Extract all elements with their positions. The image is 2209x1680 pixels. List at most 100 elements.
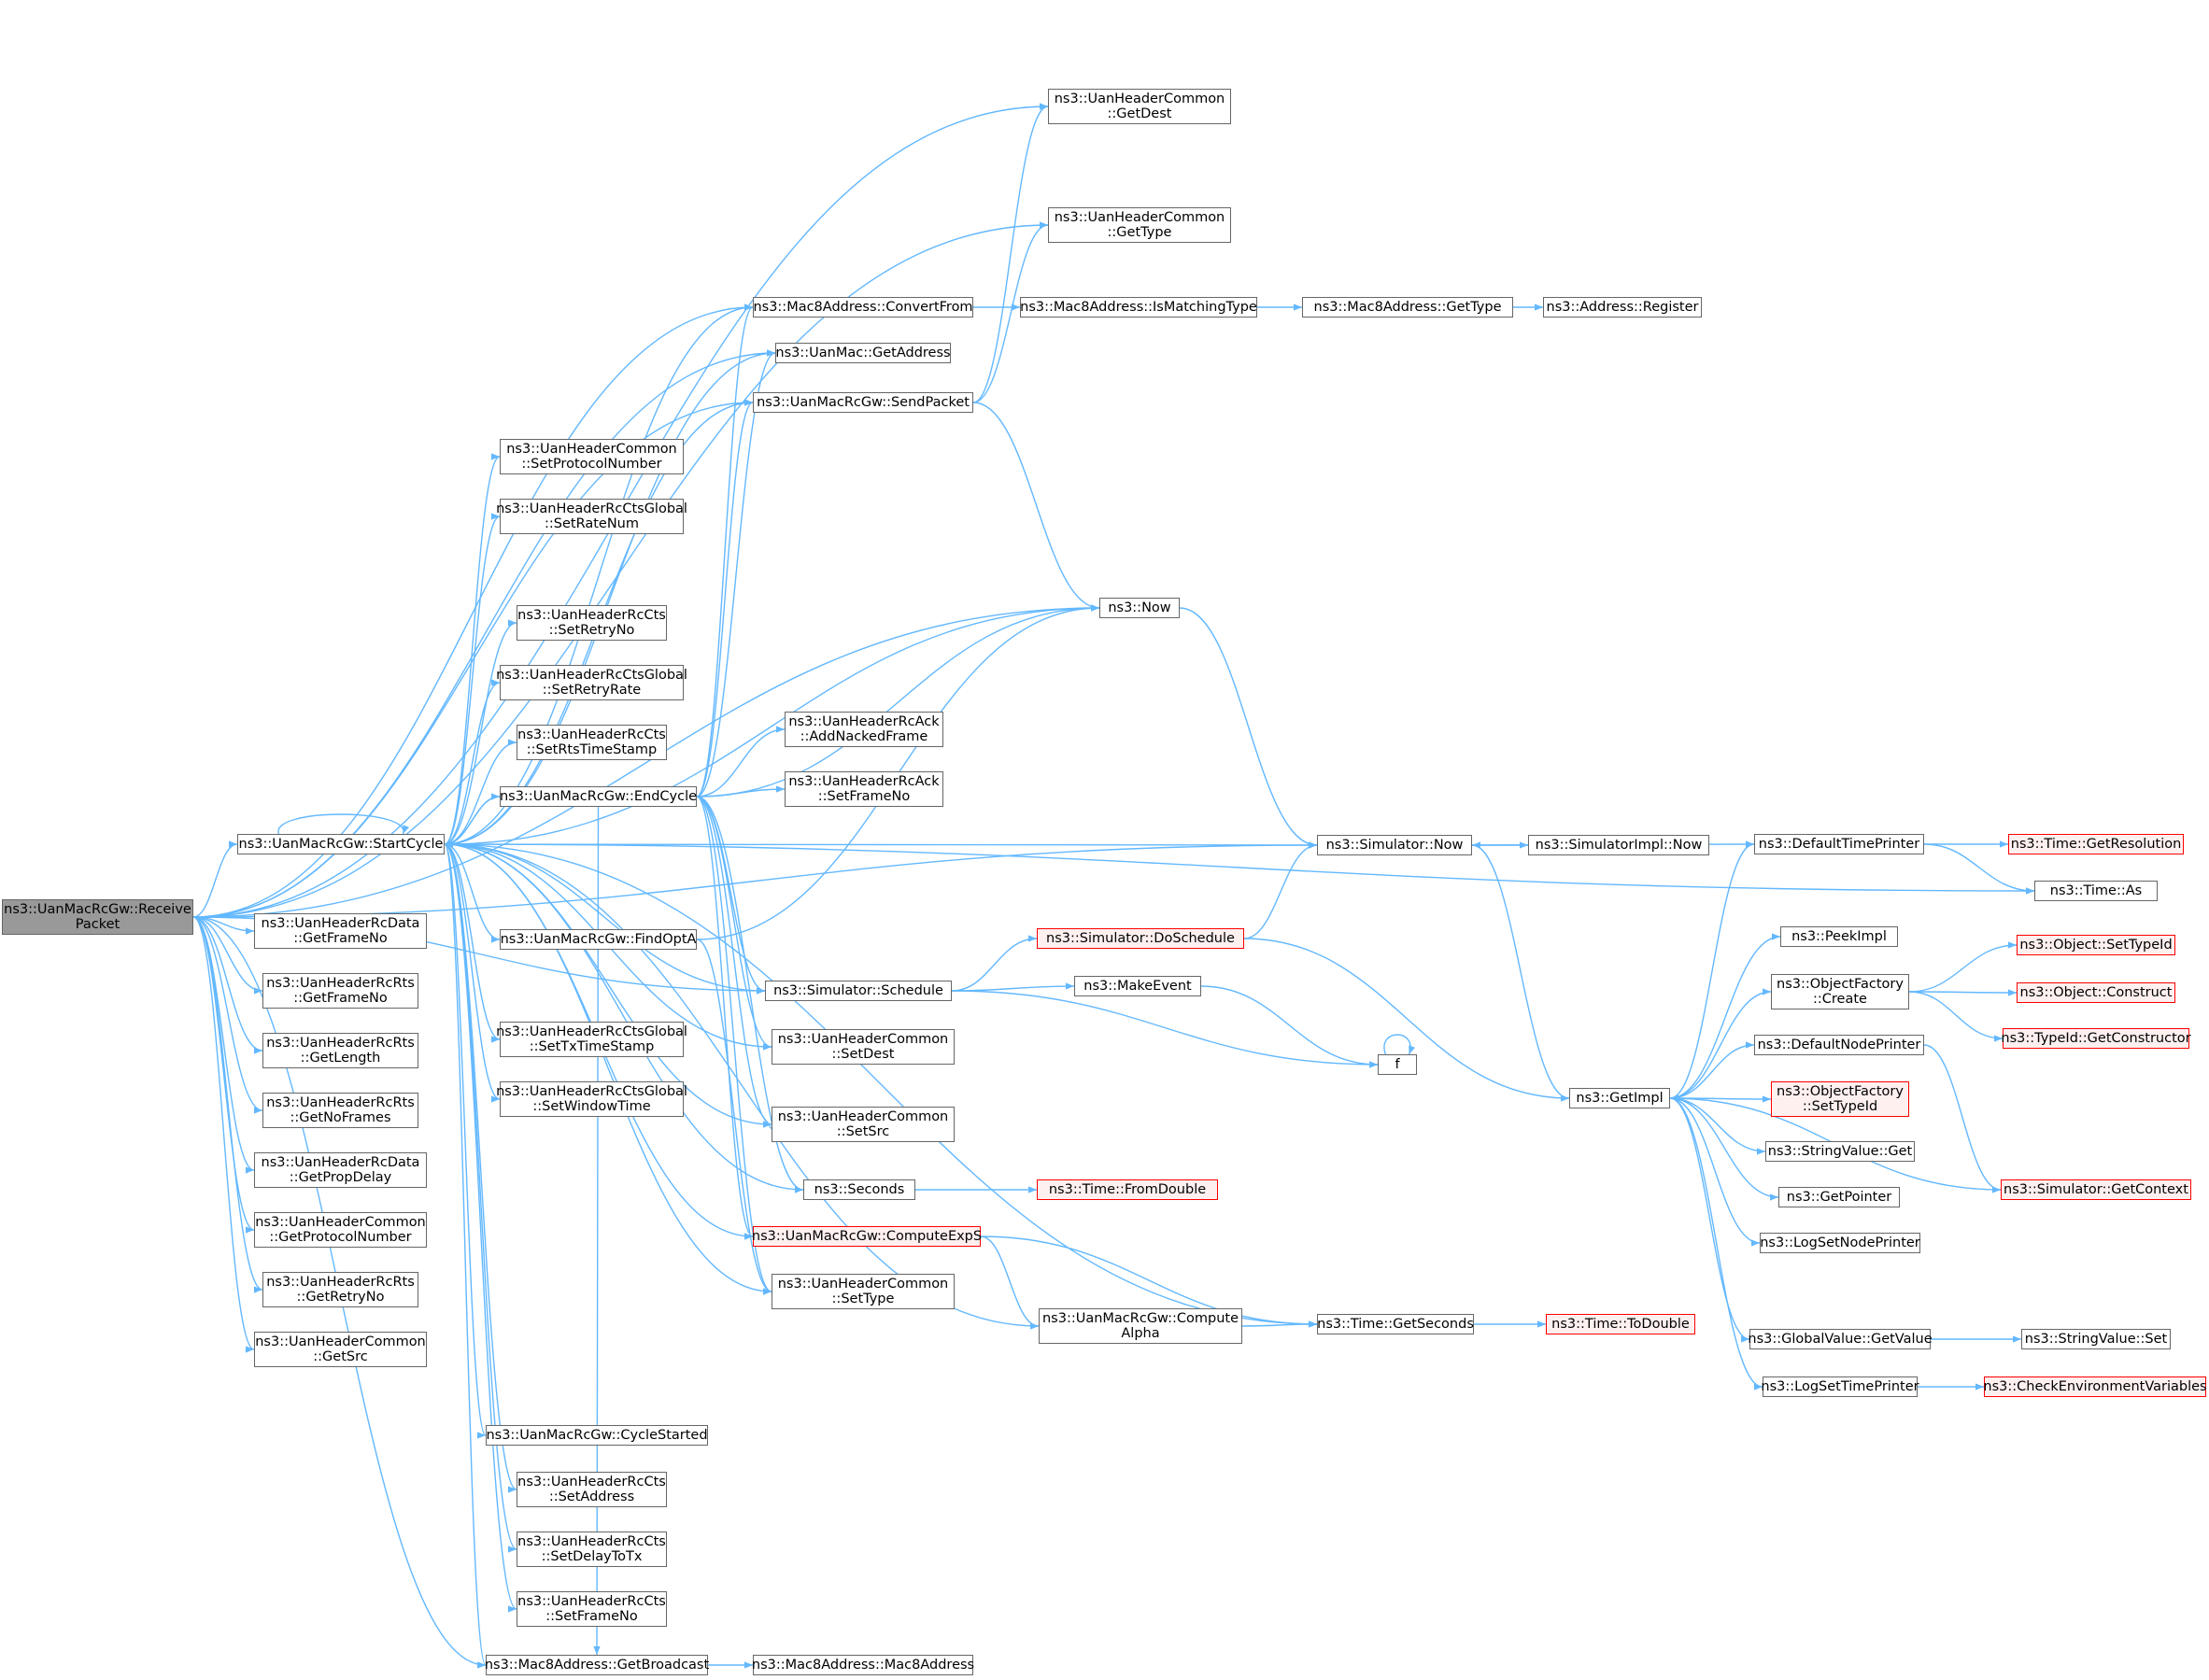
node-common-set-src[interactable]: ns3::UanHeaderCommon::SetSrc	[772, 1107, 955, 1142]
edge-endcycle-to-sendpacket	[696, 399, 754, 798]
node-common-set-dest[interactable]: ns3::UanHeaderCommon::SetDest	[772, 1029, 955, 1065]
edge-findopta-to-common_settype	[696, 939, 772, 1295]
edge-endcycle-to-convertfrom	[696, 304, 754, 798]
edge-getimpl-to-globalvalue_getvalue	[1669, 1097, 1750, 1343]
node-common-get-src[interactable]: ns3::UanHeaderCommon::GetSrc	[254, 1332, 427, 1367]
node-time-get-seconds[interactable]: ns3::Time::GetSeconds	[1317, 1314, 1474, 1334]
edge-defaultnodeprinter-to-simulator_getcontext	[1923, 1044, 2002, 1193]
node-simulator-schedule[interactable]: ns3::Simulator::Schedule	[765, 981, 952, 1001]
node-object-construct[interactable]: ns3::Object::Construct	[2017, 982, 2175, 1003]
edge-getimpl-to-getpointer	[1669, 1097, 1779, 1201]
edge-computeexps-to-time_getseconds	[980, 1235, 1318, 1328]
node-rcrts-get-retry-no[interactable]: ns3::UanHeaderRcRts::GetRetryNo	[262, 1272, 418, 1307]
node-rcdata-get-prop-delay[interactable]: ns3::UanHeaderRcData::GetPropDelay	[254, 1152, 427, 1188]
node-do-schedule[interactable]: ns3::Simulator::DoSchedule	[1037, 928, 1244, 949]
node-ctsglobal-set-window-time[interactable]: ns3::UanHeaderRcCtsGlobal::SetWindowTime	[496, 1081, 687, 1117]
edge-endcycle-to-uanmac_getaddress	[696, 349, 776, 798]
node-cts-set-delay-to-tx[interactable]: ns3::UanHeaderRcCts::SetDelayToTx	[517, 1532, 667, 1567]
node-ctsglobal-set-rate-num[interactable]: ns3::UanHeaderRcCtsGlobal::SetRateNum	[496, 499, 687, 534]
node-log-set-time-printer[interactable]: ns3::LogSetTimePrinter	[1761, 1376, 1919, 1397]
node-time-as[interactable]: ns3::Time::As	[2034, 881, 2158, 901]
node-ack-set-frame-no[interactable]: ns3::UanHeaderRcAck::SetFrameNo	[785, 771, 943, 807]
node-rcrts-get-length[interactable]: ns3::UanHeaderRcRts::GetLength	[262, 1033, 418, 1068]
edge-endcycle-to-seconds	[696, 796, 804, 1193]
edge-now-to-simulator_now	[1179, 607, 1318, 849]
node-start-cycle[interactable]: ns3::UanMacRcGw::StartCycle	[237, 834, 445, 854]
node-ctsglobal-set-retry-rate[interactable]: ns3::UanHeaderRcCtsGlobal::SetRetryRate	[496, 665, 687, 700]
node-find-opt-a[interactable]: ns3::UanMacRcGw::FindOptA	[500, 929, 697, 950]
edge-startcycle-to-startcycle	[277, 813, 409, 835]
node-global-value-get-value[interactable]: ns3::GlobalValue::GetValue	[1748, 1329, 1933, 1349]
node-get-impl[interactable]: ns3::GetImpl	[1569, 1088, 1670, 1108]
node-type-id-get-constructor[interactable]: ns3::TypeId::GetConstructor	[2001, 1028, 2191, 1049]
node-object-set-type-id[interactable]: ns3::Object::SetTypeId	[2017, 935, 2175, 955]
node-cts-set-address[interactable]: ns3::UanHeaderRcCts::SetAddress	[517, 1472, 667, 1507]
edge-endcycle-to-startcycle	[444, 796, 501, 848]
node-compute-exp-s[interactable]: ns3::UanMacRcGw::ComputeExpS	[752, 1226, 982, 1247]
edge-startcycle-to-time_getseconds	[444, 843, 1318, 1328]
node-end-cycle[interactable]: ns3::UanMacRcGw::EndCycle	[500, 786, 697, 807]
node-send-packet[interactable]: ns3::UanMacRcGw::SendPacket	[753, 392, 973, 413]
node-peek-impl[interactable]: ns3::PeekImpl	[1780, 926, 1898, 947]
node-seconds[interactable]: ns3::Seconds	[803, 1179, 915, 1200]
node-common-get-dest[interactable]: ns3::UanHeaderCommon::GetDest	[1048, 89, 1231, 124]
node-ack-add-nacked-frame[interactable]: ns3::UanHeaderRcAck::AddNackedFrame	[785, 712, 943, 747]
edge-endcycle-to-common_setdest	[696, 796, 772, 1051]
node-time-from-double[interactable]: ns3::Time::FromDouble	[1037, 1179, 1218, 1200]
node-mac8address-ctor[interactable]: ns3::Mac8Address::Mac8Address	[752, 1655, 974, 1675]
node-cts-set-retry-no[interactable]: ns3::UanHeaderRcCts::SetRetryNo	[517, 605, 667, 641]
node-common-set-type[interactable]: ns3::UanHeaderCommon::SetType	[772, 1274, 955, 1309]
node-simulator-now[interactable]: ns3::Simulator::Now	[1317, 835, 1472, 855]
node-rcrts-get-no-frames[interactable]: ns3::UanHeaderRcRts::GetNoFrames	[262, 1093, 418, 1128]
edge-getimpl-to-logsettimeprinter	[1669, 1097, 1763, 1391]
edge-receive-to-rcrts_getframeno	[192, 916, 263, 995]
node-object-factory-set-type-id[interactable]: ns3::ObjectFactory::SetTypeId	[1771, 1081, 1909, 1117]
edge-receive-to-simulator_now	[192, 841, 1318, 918]
node-f[interactable]: f	[1378, 1054, 1417, 1075]
node-convert-from[interactable]: ns3::Mac8Address::ConvertFrom	[753, 297, 973, 318]
node-object-factory-create[interactable]: ns3::ObjectFactory::Create	[1771, 974, 1909, 1009]
node-mac8address-get-type[interactable]: ns3::Mac8Address::GetType	[1302, 297, 1513, 318]
node-ctsglobal-set-tx-time-stamp[interactable]: ns3::UanHeaderRcCtsGlobal::SetTxTimeStam…	[496, 1022, 687, 1057]
edge-getimpl-to-defaulttimeprinter	[1669, 840, 1755, 1099]
node-cts-set-rts-time-stamp[interactable]: ns3::UanHeaderRcCts::SetRtsTimeStamp	[517, 725, 667, 760]
edge-endcycle-to-common_settype	[696, 796, 772, 1295]
node-cycle-started[interactable]: ns3::UanMacRcGw::CycleStarted	[486, 1425, 708, 1446]
edge-endcycle-to-common_setsrc	[696, 796, 772, 1128]
edge-objectfactory_create-to-object_construct	[1908, 989, 2018, 996]
edge-computeexps-to-computealpha	[980, 1235, 1040, 1330]
node-uanmac-get-address[interactable]: ns3::UanMac::GetAddress	[775, 343, 951, 363]
node-common-get-type[interactable]: ns3::UanHeaderCommon::GetType	[1048, 207, 1231, 243]
node-is-matching-type[interactable]: ns3::Mac8Address::IsMatchingType	[1020, 297, 1257, 318]
node-default-time-printer[interactable]: ns3::DefaultTimePrinter	[1754, 834, 1924, 854]
node-rcdata-get-frame-no[interactable]: ns3::UanHeaderRcData::GetFrameNo	[254, 913, 427, 949]
node-time-get-resolution[interactable]: ns3::Time::GetResolution	[2008, 834, 2184, 854]
edge-startcycle-to-getbroadcast	[444, 843, 487, 1669]
edge-objectfactory_create-to-typeid_getconstructor	[1908, 991, 2004, 1042]
node-string-value-set[interactable]: ns3::StringValue::Set	[2021, 1329, 2171, 1349]
edge-receive-to-common_getprotocolnumber	[192, 916, 255, 1234]
edge-doschedule-to-getimpl	[1243, 938, 1570, 1102]
node-string-value-get[interactable]: ns3::StringValue::Get	[1765, 1141, 1915, 1162]
edge-startcycle-to-cyclestarted	[444, 843, 487, 1439]
node-rcrts-get-frame-no[interactable]: ns3::UanHeaderRcRts::GetFrameNo	[262, 973, 418, 1009]
node-common-get-protocol-number[interactable]: ns3::UanHeaderCommon::GetProtocolNumber	[254, 1212, 427, 1248]
node-default-node-printer[interactable]: ns3::DefaultNodePrinter	[1754, 1035, 1924, 1055]
node-simulator-get-context[interactable]: ns3::Simulator::GetContext	[2001, 1179, 2191, 1200]
node-simulatorimpl-now[interactable]: ns3::SimulatorImpl::Now	[1528, 835, 1709, 855]
node-get-pointer[interactable]: ns3::GetPointer	[1778, 1187, 1900, 1207]
node-time-to-double[interactable]: ns3::Time::ToDouble	[1546, 1314, 1695, 1334]
node-common-set-protocol-number[interactable]: ns3::UanHeaderCommon::SetProtocolNumber	[500, 439, 684, 474]
node-address-register[interactable]: ns3::Address::Register	[1543, 297, 1702, 318]
node-check-environment-variables[interactable]: ns3::CheckEnvironmentVariables	[1983, 1376, 2207, 1397]
edge-sendpacket-to-common_getdest	[972, 103, 1049, 403]
node-make-event[interactable]: ns3::MakeEvent	[1074, 976, 1201, 996]
node-log-set-node-printer[interactable]: ns3::LogSetNodePrinter	[1760, 1233, 1920, 1253]
node-cts-set-frame-no[interactable]: ns3::UanHeaderRcCts::SetFrameNo	[517, 1591, 667, 1627]
node-now[interactable]: ns3::Now	[1099, 598, 1180, 618]
edge-startcycle-to-now	[444, 604, 1100, 845]
node-get-broadcast[interactable]: ns3::Mac8Address::GetBroadcast	[485, 1655, 709, 1675]
